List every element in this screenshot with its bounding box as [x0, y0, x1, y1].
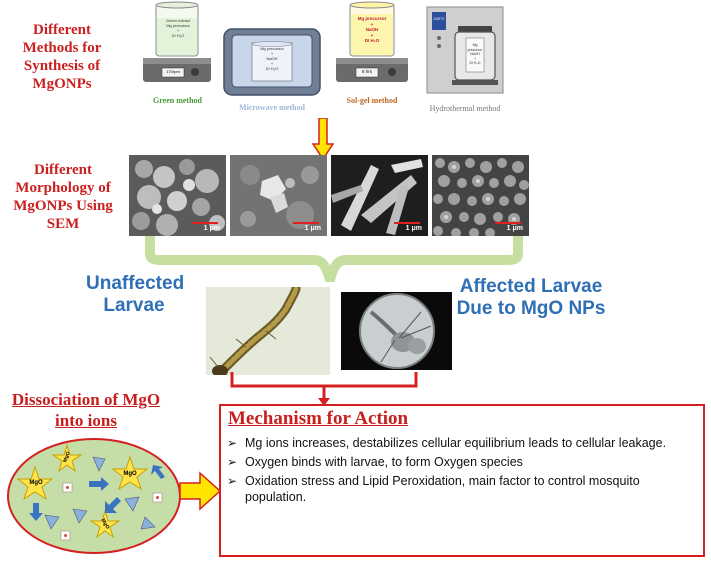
beaker-text-line: +: [473, 56, 477, 61]
right-arrow-icon: [179, 471, 222, 511]
beaker-text-line: NaOH: [470, 52, 480, 56]
beaker-text-line: NaOH: [266, 56, 278, 61]
sem-image-4: 1 μm: [432, 155, 529, 236]
beaker-text-line: Mg precursor: [357, 16, 387, 21]
mgo-star-icon: [16, 465, 54, 501]
mgo-star-icon: [111, 455, 149, 491]
beaker-text-line: Mg precursor: [467, 43, 483, 52]
star-label: MgO: [29, 480, 43, 486]
beaker-text-line: Green extract: [165, 18, 191, 23]
scale-bar: [394, 222, 420, 224]
beaker-text-line: DI H₂O: [171, 33, 185, 38]
hotplate-beaker-icon: [143, 1, 211, 82]
sem-image-2: 1 μm: [230, 155, 327, 236]
list-item: ➢ Mg ions increases, destabilizes cellula…: [227, 435, 695, 451]
star-label: MgO: [123, 471, 137, 477]
list-item: ➢ Oxygen binds with larvae, to form Oxyge…: [227, 454, 695, 470]
scale-bar: [293, 222, 319, 224]
sem-image-3: 1 μm: [331, 155, 428, 236]
method-caption: Green method: [153, 96, 202, 105]
beaker-text-line: +: [370, 32, 374, 38]
beaker-text-line: +: [270, 51, 274, 56]
mechanism-point: Mg ions increases, destabilizes cellular…: [245, 436, 667, 450]
scale-label: 1 μm: [304, 225, 321, 232]
method-caption: Sol-gel method: [346, 96, 398, 105]
hotplate-beaker-icon: [336, 1, 408, 82]
beaker-text-line: Mg precursor: [260, 46, 284, 51]
scale-label: 1 μm: [203, 225, 220, 232]
beaker-text-line: +: [176, 28, 180, 33]
bracket-connector: [145, 236, 523, 282]
green-method-illustration: Green extract Mg precursor + DI H₂O 170r…: [140, 0, 215, 110]
method-caption: Microwave method: [239, 103, 305, 112]
device-display: 6 hrs: [361, 69, 372, 74]
beaker-text-line: NaOH: [365, 27, 379, 32]
device-display: 170rpm: [166, 69, 180, 74]
beaker-text-line: +: [270, 61, 274, 66]
solgel-method-illustration: Mg precursor + NaOH + DI H₂O 6 hrs Sol-g…: [332, 0, 412, 112]
mechanism-title: Mechanism for Action: [228, 408, 409, 429]
hydrothermal-method-illustration: 200°C Mg precursor NaOH + DI H₂O Hydroth…: [426, 6, 504, 118]
scale-bar: [192, 222, 218, 224]
unaffected-label: Unaffected Larvae: [86, 273, 185, 316]
mechanism-box: Mechanism for Action ➢ Mg ions increases,…: [219, 404, 705, 557]
dissociation-label: Dissociation of MgO into ions: [11, 390, 161, 430]
down-arrow-icon: [312, 118, 334, 160]
affected-label: Affected Larvae Due to MgO NPs: [456, 276, 606, 319]
mgo-star-icon: [89, 509, 121, 539]
mechanism-list: ➢ Mg ions increases, destabilizes cellula…: [227, 435, 695, 508]
beaker-text-line: +: [370, 21, 374, 27]
scale-label: 1 μm: [506, 225, 523, 232]
scale-label: 1 μm: [405, 225, 422, 232]
unaffected-larva-image: [206, 284, 330, 377]
arrow-bullet-icon: ➢: [227, 436, 238, 450]
method-caption: Hydrothermal method: [429, 104, 501, 113]
microwave-icon: [223, 28, 321, 96]
mechanism-point: Oxygen binds with larvae, to form Oxygen…: [245, 455, 523, 469]
methods-label: Different Methods for Synthesis of MgONP…: [22, 22, 102, 92]
microwave-method-illustration: Mg precursor + NaOH + DI H₂O Microwave m…: [222, 27, 322, 122]
beaker-text-line: DI H₂O: [265, 66, 279, 71]
sem-image-1: 1 μm: [129, 155, 226, 236]
affected-larva-image: [341, 292, 452, 370]
morphology-label: Different Morphology of MgONPs Using SEM: [13, 162, 113, 232]
scale-bar: [495, 222, 521, 224]
beaker-text-line: DI H₂O: [364, 38, 380, 43]
beaker-text-line: Mg precursor: [166, 23, 190, 28]
beaker-text-line: DI H₂O: [469, 61, 481, 65]
mgo-star-icon: [51, 443, 83, 473]
arrow-bullet-icon: ➢: [227, 474, 238, 488]
red-bracket-connector: [230, 372, 418, 406]
ion-dissociation-diagram: MgO MgO MgO MgO: [5, 437, 183, 556]
list-item: ➢ Oxidation stress and Lipid Peroxidation…: [227, 473, 695, 505]
device-display: 200°C: [433, 16, 445, 21]
mechanism-point: Oxidation stress and Lipid Peroxidation,…: [245, 474, 640, 504]
arrow-bullet-icon: ➢: [227, 455, 238, 469]
autoclave-icon: [426, 6, 504, 94]
